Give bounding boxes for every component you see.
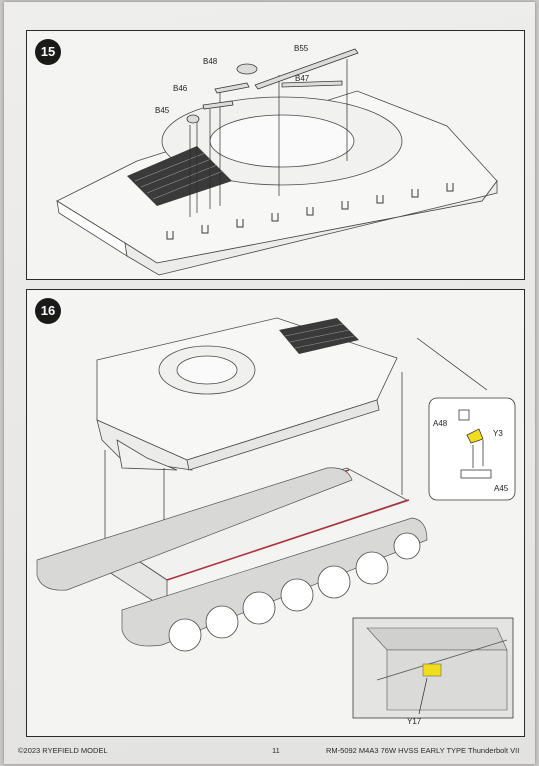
- part-label-b47: B47: [295, 74, 310, 83]
- part-label-y17: Y17: [407, 717, 422, 726]
- footer-kit-title: RM-5092 M4A3 76W HVSS EARLY TYPE Thunder…: [326, 746, 520, 755]
- part-label-a45: A45: [494, 484, 509, 493]
- road-wheels: [168, 532, 421, 652]
- part-label-y3: Y3: [493, 429, 503, 438]
- part-label-b46: B46: [173, 84, 188, 93]
- step-15-panel: 15: [26, 30, 525, 280]
- part-label-b48: B48: [203, 57, 218, 66]
- part-label-b55: B55: [294, 44, 309, 53]
- engine-deck-grille: [127, 146, 232, 206]
- part-label-a48: A48: [433, 419, 448, 428]
- parts-placement-lines: [189, 59, 348, 217]
- step-16-hull-assembly-drawing: A48 Y3 A45 Y17: [36, 317, 516, 726]
- step-16-panel: 16: [26, 289, 525, 737]
- detail-inset-b: [352, 617, 514, 719]
- step-number-badge: 16: [35, 298, 61, 324]
- upper-hull: [96, 317, 398, 471]
- fender-brackets: [166, 183, 454, 240]
- hull-upper-body: [56, 90, 498, 276]
- footer-copyright: ©2023 RYEFIELD MODEL: [18, 746, 108, 755]
- footer-page-number: 11: [272, 746, 280, 755]
- detail-inset-a: [428, 397, 516, 501]
- step-number-badge: 15: [35, 39, 61, 65]
- step-15-hull-top-drawing: B55 B48 B46 B47 B45: [56, 44, 498, 276]
- upper-hull-grille: [279, 318, 359, 354]
- instruction-page: 15: [4, 2, 535, 764]
- part-label-b45: B45: [155, 106, 170, 115]
- tool-parts: [186, 48, 359, 124]
